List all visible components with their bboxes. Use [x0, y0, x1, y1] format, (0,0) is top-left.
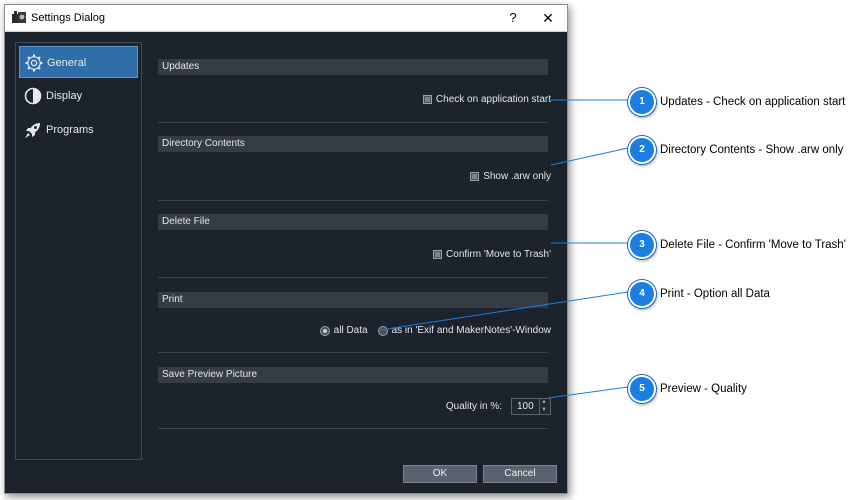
section-divider [158, 352, 548, 353]
section-header-delete: Delete File [158, 214, 548, 230]
title-bar[interactable]: Settings Dialog ? ✕ [5, 5, 567, 32]
section-header-preview: Save Preview Picture [158, 367, 548, 383]
print-options: all Data as in 'Exif and MakerNotes'-Win… [319, 325, 551, 336]
checkbox-label: Check on application start [435, 94, 551, 105]
spin-down-icon[interactable]: ▼ [541, 407, 547, 413]
quality-label: Quality in %: [445, 401, 502, 412]
section-header-print: Print [158, 292, 548, 308]
callout-line-4 [379, 291, 629, 331]
callout-badge: 2 [628, 136, 656, 164]
callout-text: Updates - Check on application start [660, 96, 846, 108]
sidebar-item-label: Programs [46, 124, 94, 136]
callout-5: 5 Preview - Quality [628, 375, 747, 403]
quality-spinbox[interactable]: 100 ▲ ▼ [511, 398, 551, 415]
callout-line-5 [547, 386, 629, 399]
section-divider [158, 122, 548, 123]
checkbox-label: Confirm 'Move to Trash' [446, 249, 551, 260]
exif-window-radio[interactable] [377, 325, 388, 336]
sidebar-item-label: General [47, 57, 87, 69]
show-arw-only-checkbox[interactable]: Show .arw only [470, 171, 551, 182]
section-header-updates: Updates [158, 59, 548, 75]
callout-4: 4 Print - Option all Data [628, 280, 770, 308]
contrast-icon [24, 87, 42, 105]
gear-icon [25, 54, 43, 72]
callout-2: 2 Directory Contents - Show .arw only [628, 136, 843, 164]
all-data-radio[interactable] [319, 325, 330, 336]
sidebar-item-display[interactable]: Display [19, 80, 138, 112]
checkbox[interactable] [422, 95, 432, 104]
section-header-directory: Directory Contents [158, 136, 548, 152]
settings-content: Updates Check on application start Direc… [158, 5, 551, 465]
callout-1: 1 Updates - Check on application start [628, 88, 845, 116]
sidebar-item-general[interactable]: General [19, 46, 138, 78]
close-button[interactable]: ✕ [542, 10, 554, 26]
callout-text: Print - Option all Data [660, 288, 770, 300]
checkbox-label: Show .arw only [483, 171, 551, 182]
sidebar-item-programs[interactable]: Programs [19, 114, 138, 146]
checkbox[interactable] [433, 250, 443, 259]
callout-badge: 4 [628, 280, 656, 308]
callout-line-2 [550, 147, 629, 166]
spin-up-icon[interactable]: ▲ [541, 399, 547, 405]
ok-button[interactable]: OK [403, 465, 477, 483]
section-divider [158, 200, 548, 201]
quality-value: 100 [517, 401, 534, 412]
callout-text: Preview - Quality [660, 383, 747, 395]
callout-text: Delete File - Confirm 'Move to Trash' [660, 239, 846, 251]
help-button[interactable]: ? [509, 10, 517, 25]
callout-3: 3 Delete File - Confirm 'Move to Trash' [628, 231, 846, 259]
section-divider [158, 428, 548, 429]
radio-label-all-data: all Data [333, 325, 368, 336]
settings-sidebar: General Display Programs [15, 42, 142, 460]
checkbox[interactable] [470, 172, 480, 181]
callout-badge: 3 [628, 231, 656, 259]
window-title: Settings Dialog [31, 12, 105, 24]
sidebar-item-label: Display [46, 90, 83, 102]
cancel-button[interactable]: Cancel [483, 465, 557, 483]
radio-label-exif: as in 'Exif and MakerNotes'-Window [391, 325, 551, 336]
callout-badge: 5 [628, 375, 656, 403]
spin-arrows[interactable]: ▲ ▼ [539, 399, 550, 414]
confirm-trash-checkbox[interactable]: Confirm 'Move to Trash' [433, 249, 551, 260]
quality-row: Quality in %: 100 ▲ ▼ [446, 398, 551, 415]
rocket-icon [25, 123, 40, 138]
settings-dialog: Settings Dialog ? ✕ General Disp [4, 4, 568, 494]
app-icon [12, 11, 26, 23]
callout-text: Directory Contents - Show .arw only [660, 144, 844, 156]
callout-badge: 1 [628, 88, 656, 116]
section-divider [158, 277, 548, 278]
check-on-start-checkbox[interactable]: Check on application start [422, 94, 551, 105]
